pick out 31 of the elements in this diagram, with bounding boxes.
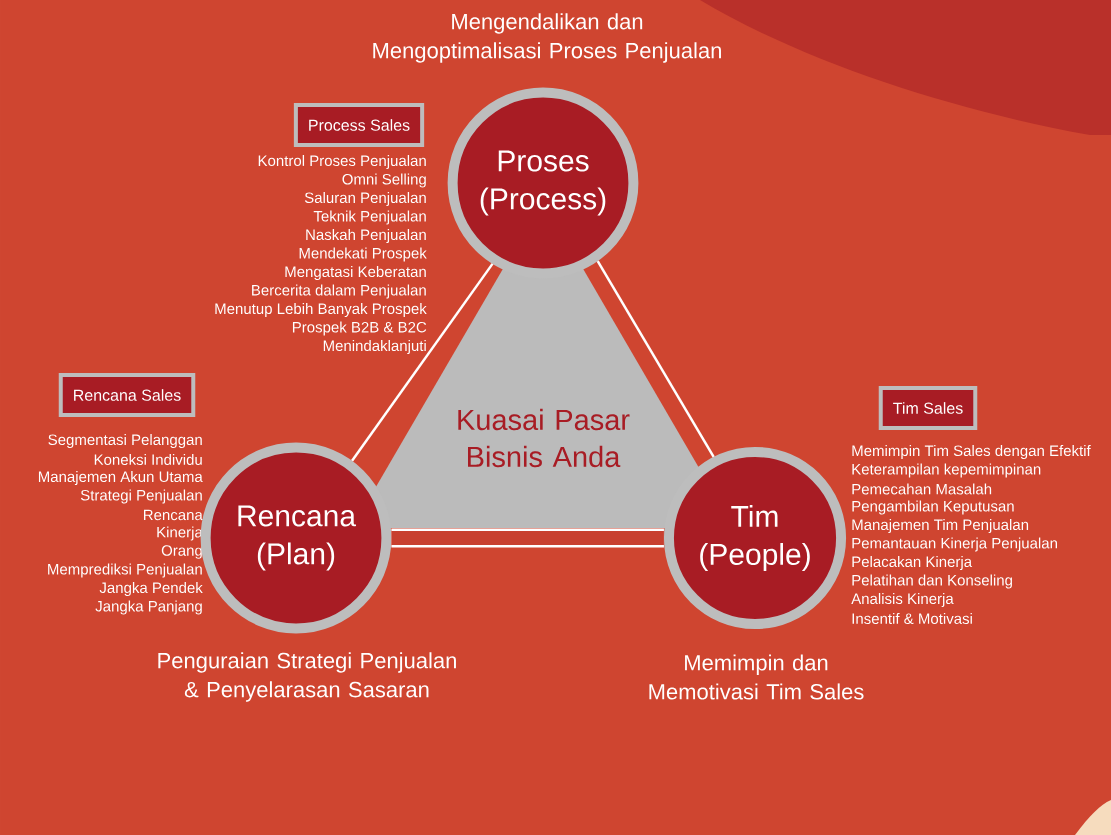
list-item: Memprediksi Penjualan bbox=[48, 563, 202, 578]
list-item: Analisis Kinerja bbox=[851, 593, 954, 607]
list-item: Pemecahan Masalah bbox=[852, 483, 992, 495]
connector-bar bbox=[391, 528, 664, 548]
list-item: Pengambilan Keputusan bbox=[852, 500, 1014, 515]
list-item: Memimpin Tim Sales dengan Efektif bbox=[852, 445, 1091, 459]
list-item: Kinerja bbox=[157, 526, 203, 541]
node-label: Mengendalikan dan Mengoptimalisasi Proses Penjualan bbox=[373, 13, 721, 63]
node-label: Penguraian Strategi Penjualan & Penyelarasan Sasaran bbox=[158, 652, 456, 702]
list-item: Segmentasi Pelanggan bbox=[48, 434, 202, 448]
list-item: Manajemen Akun Utama bbox=[38, 471, 203, 485]
list-item: Pemantauan Kinerja Penjualan bbox=[852, 537, 1057, 552]
list-item: Manajemen Tim Penjualan bbox=[852, 519, 1029, 533]
connector-line bbox=[596, 260, 715, 458]
node-label: Memimpin dan Memotivasi Tim Sales bbox=[649, 654, 864, 700]
list-item: Omni Selling bbox=[342, 173, 426, 188]
list-item: Jangka Panjang bbox=[95, 600, 202, 615]
list-item: Insentif & Motivasi bbox=[852, 613, 972, 624]
list-item: Koneksi Individu bbox=[94, 454, 202, 465]
header-box: Tim Sales bbox=[878, 386, 978, 430]
header-box: Rencana Sales bbox=[58, 373, 196, 417]
list-item: Rencana bbox=[144, 509, 203, 521]
list-item: Kontrol Proses Penjualan bbox=[258, 155, 426, 169]
list-item: Strategi Penjualan bbox=[80, 489, 202, 504]
list-item: Keterampilan kepemimpinan bbox=[852, 463, 1041, 478]
connector-line bbox=[351, 263, 494, 462]
list-item: Orang bbox=[161, 545, 202, 559]
list-item: Pelacakan Kinerja bbox=[852, 556, 973, 570]
header-box: Process Sales bbox=[293, 103, 425, 147]
list-item: Jangka Pendek bbox=[99, 582, 203, 596]
list-item: Pelatihan dan Konseling bbox=[852, 574, 1012, 589]
